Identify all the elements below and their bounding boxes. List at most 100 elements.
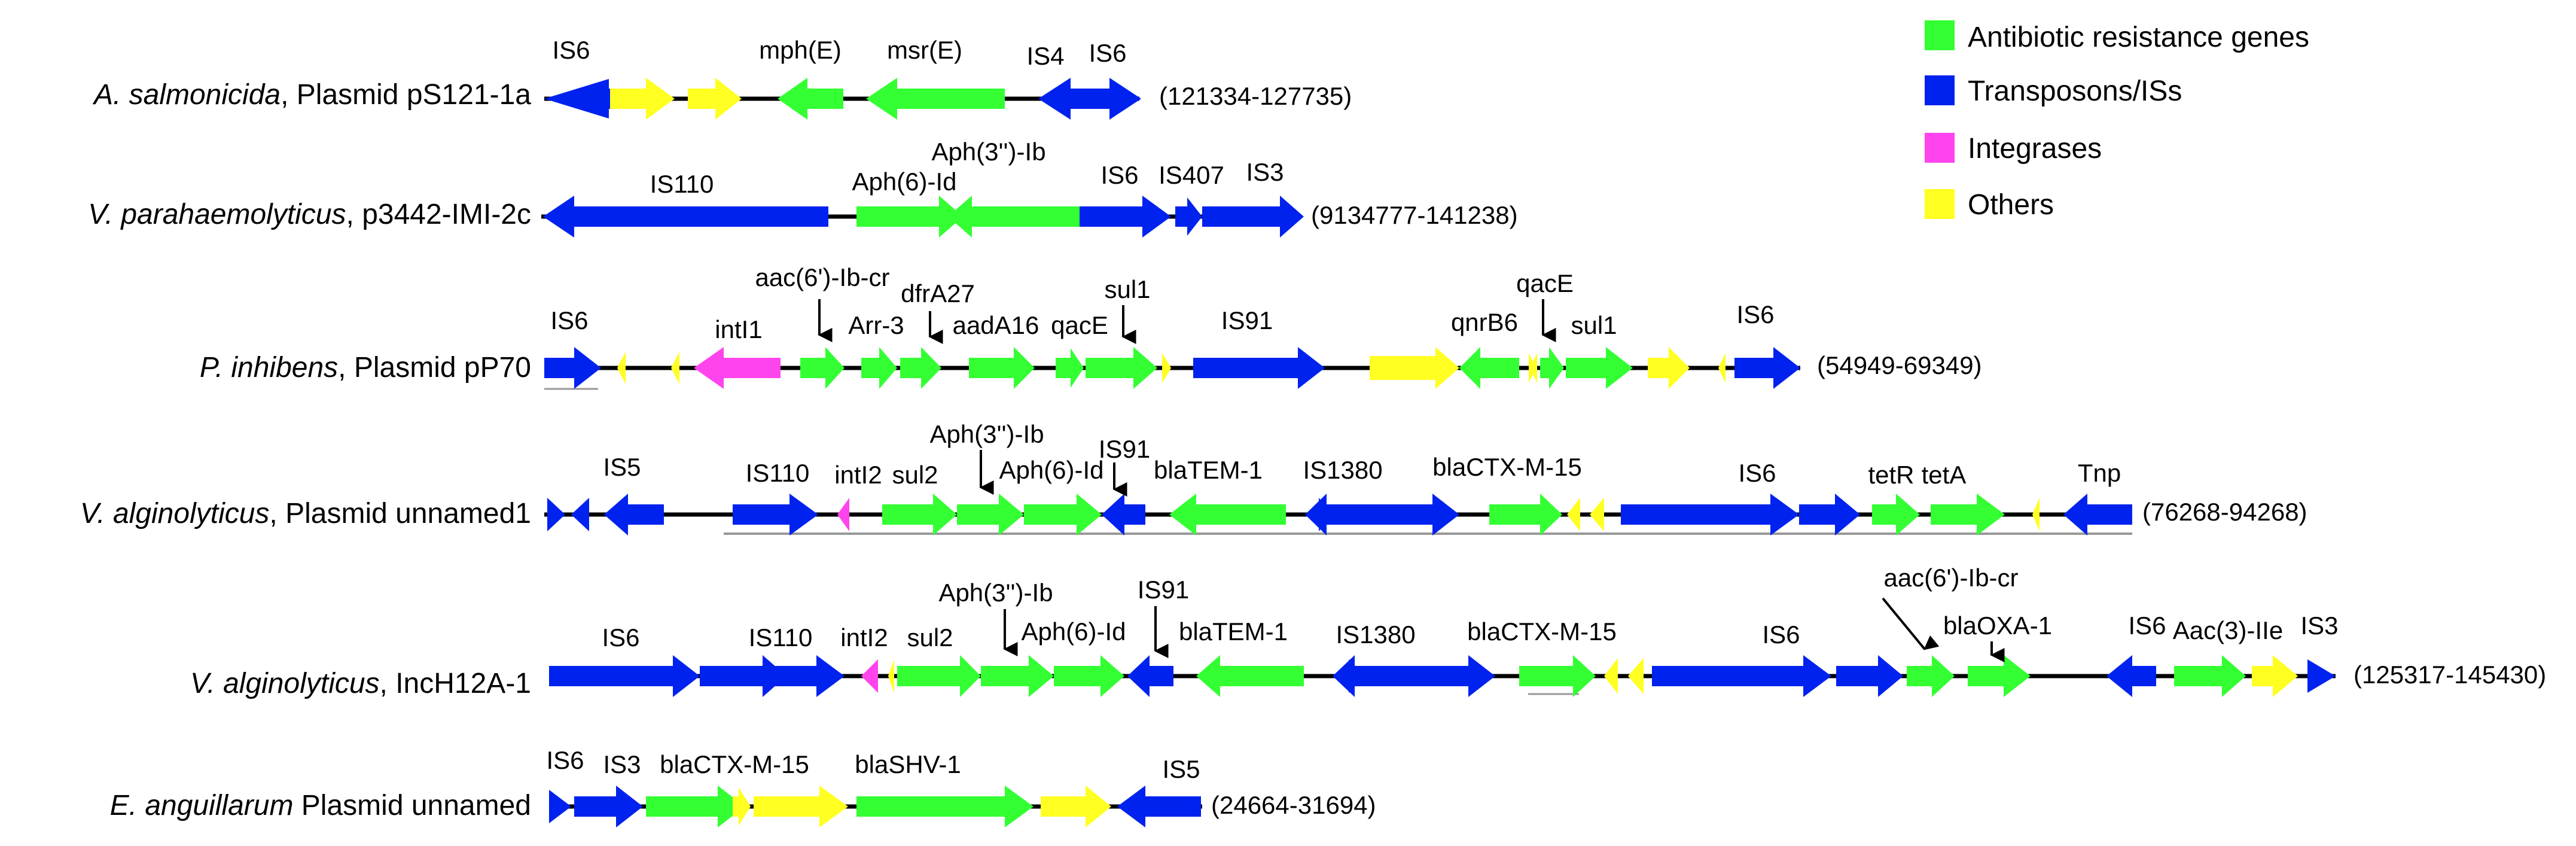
gene-label: dfrA27 bbox=[901, 279, 975, 308]
gene-label: IS6 bbox=[602, 623, 639, 652]
gene-arrow-other bbox=[1162, 353, 1171, 383]
gene-label: Aac(3)-IIe bbox=[2173, 616, 2283, 644]
gene-label: IS110 bbox=[746, 459, 810, 487]
gene-arrow-other bbox=[1604, 658, 1618, 694]
gene-label: Aph(6)-Id bbox=[999, 456, 1103, 484]
gene-label: IS91 bbox=[1099, 435, 1150, 463]
gene-arrow-transposon bbox=[547, 498, 565, 531]
gene-label: aadA16 bbox=[953, 311, 1039, 339]
track-p-inhibens: P. inhibens, Plasmid pP70 IS6 intI1 aac(… bbox=[200, 263, 1982, 390]
gene-arrow-resistance bbox=[1519, 655, 1596, 697]
gene-label: blaTEM-1 bbox=[1154, 456, 1263, 484]
gene-arrow-other bbox=[1567, 498, 1580, 531]
gene-arrow-other bbox=[610, 78, 675, 120]
gene-arrow-resistance bbox=[646, 786, 745, 827]
gene-arrow-resistance bbox=[1907, 655, 1955, 697]
legend-item-transposon: Transposons/ISs bbox=[1925, 75, 2182, 107]
gene-arrow-resistance bbox=[897, 655, 981, 697]
gene-arrow-resistance bbox=[856, 196, 963, 238]
gene-arrow-other bbox=[888, 659, 894, 693]
gene-arrow-integrase bbox=[837, 498, 849, 531]
track-title: P. inhibens, Plasmid pP70 bbox=[200, 352, 531, 384]
gene-label: blaSHV-1 bbox=[855, 750, 961, 778]
gene-arrow-resistance bbox=[1459, 347, 1519, 389]
track-e-anguillarum: E. anguillarum Plasmid unnamed IS6 IS3 b… bbox=[110, 746, 1376, 827]
gene-arrow-transposon bbox=[2106, 655, 2156, 697]
gene-arrow-resistance bbox=[1489, 494, 1562, 535]
gene-arrow-resistance bbox=[2174, 655, 2246, 697]
gene-label: tetA bbox=[1922, 461, 1967, 489]
gene-label: IS5 bbox=[603, 453, 641, 481]
gene-label: mph(E) bbox=[759, 36, 842, 64]
gene-label: tetR bbox=[1868, 461, 1914, 489]
gene-label: IS6 bbox=[1100, 161, 1138, 189]
track-title: A. salmonicida, Plasmid pS121-1a bbox=[92, 79, 531, 111]
coordinate-range: (121334-127735) bbox=[1159, 82, 1352, 110]
track-title: V. parahaemolyticus, p3442-IMI-2c bbox=[88, 199, 531, 230]
gene-label: IS6 bbox=[546, 746, 584, 774]
gene-label: intI1 bbox=[715, 315, 762, 343]
gene-arrow-resistance bbox=[866, 78, 1005, 120]
gene-arrow-transposon bbox=[760, 655, 845, 697]
gene-label: IS91 bbox=[1221, 306, 1273, 334]
gene-label: IS407 bbox=[1159, 161, 1224, 189]
gene-arrow-resistance bbox=[882, 494, 957, 535]
gene-label: IS3 bbox=[2300, 611, 2338, 640]
gene-arrow-transposon bbox=[1349, 659, 1365, 693]
gene-label: intI2 bbox=[834, 461, 882, 489]
gene-arrow-other bbox=[1628, 658, 1644, 694]
gene-label: IS6 bbox=[1089, 39, 1126, 67]
gene-arrow-transposon bbox=[1319, 498, 1333, 531]
gene-label: blaCTX-M-15 bbox=[1467, 617, 1617, 646]
pointer-arrow bbox=[1882, 597, 1940, 650]
gene-label: Aph(6)-Id bbox=[852, 168, 956, 196]
gene-arrow-transposon bbox=[1127, 655, 1173, 697]
legend-swatch-other bbox=[1925, 189, 1955, 219]
gene-arrow-resistance bbox=[1056, 348, 1084, 388]
gene-label: IS6 bbox=[552, 36, 590, 64]
gene-arrow-transposon bbox=[1080, 196, 1171, 238]
gene-arrow-resistance bbox=[1968, 655, 2031, 697]
gene-arrow-other bbox=[1041, 786, 1111, 827]
gene-arrow-resistance bbox=[1086, 347, 1157, 389]
gene-label: aac(6')-Ib-cr bbox=[1883, 564, 2018, 592]
gene-arrow-transposon bbox=[549, 655, 700, 697]
gene-arrow-transposon bbox=[571, 498, 589, 531]
gene-label: sul2 bbox=[907, 623, 953, 652]
gene-arrow-other bbox=[1718, 353, 1726, 383]
gene-arrow-resistance bbox=[969, 347, 1035, 389]
coordinate-range: (76268-94268) bbox=[2142, 498, 2307, 526]
legend: Antibiotic resistance genes Transposons/… bbox=[1925, 20, 2309, 221]
gene-arrow-transposon bbox=[574, 786, 643, 827]
gene-arrow-transposon bbox=[1117, 786, 1201, 827]
gene-arrow-resistance bbox=[861, 347, 897, 389]
gene-label: blaTEM-1 bbox=[1179, 617, 1288, 646]
gene-arrow-transposon bbox=[604, 494, 664, 535]
coordinate-range: (9134777-141238) bbox=[1311, 201, 1518, 229]
gene-label: aac(6')-Ib-cr bbox=[755, 263, 889, 291]
gene-label: IS4 bbox=[1026, 42, 1064, 70]
track-v-parahaemolyticus: V. parahaemolyticus, p3442-IMI-2c IS110 … bbox=[88, 138, 1518, 238]
gene-arrow-resistance bbox=[1931, 494, 2005, 535]
gene-label: IS6 bbox=[2128, 611, 2166, 640]
gene-arrow-resistance bbox=[900, 347, 941, 389]
gene-arrow-resistance bbox=[800, 347, 845, 389]
gene-arrow-transposon bbox=[1038, 78, 1074, 120]
gene-arrow-transposon bbox=[544, 79, 609, 118]
gene-arrow-integrase bbox=[694, 347, 781, 389]
legend-swatch-transposon bbox=[1925, 75, 1955, 105]
gene-arrow-resistance bbox=[1540, 347, 1564, 389]
gene-arrow-other bbox=[688, 78, 742, 120]
gene-arrow-transposon bbox=[1621, 494, 1799, 535]
gene-arrow-transposon bbox=[1836, 655, 1903, 697]
legend-swatch-integrase bbox=[1925, 133, 1955, 163]
gene-arrow-other bbox=[1648, 347, 1690, 389]
gene-arrow-other bbox=[617, 352, 626, 384]
track-v-alginolyticus-unnamed1: V. alginolyticus, Plasmid unnamed1 IS5 I… bbox=[80, 420, 2307, 535]
gene-arrow-other bbox=[733, 787, 751, 826]
gene-label: msr(E) bbox=[887, 36, 962, 64]
gene-label: Aph(3'')-Ib bbox=[929, 420, 1044, 448]
gene-arrow-transposon bbox=[733, 494, 818, 535]
gene-label: intI2 bbox=[840, 623, 888, 652]
